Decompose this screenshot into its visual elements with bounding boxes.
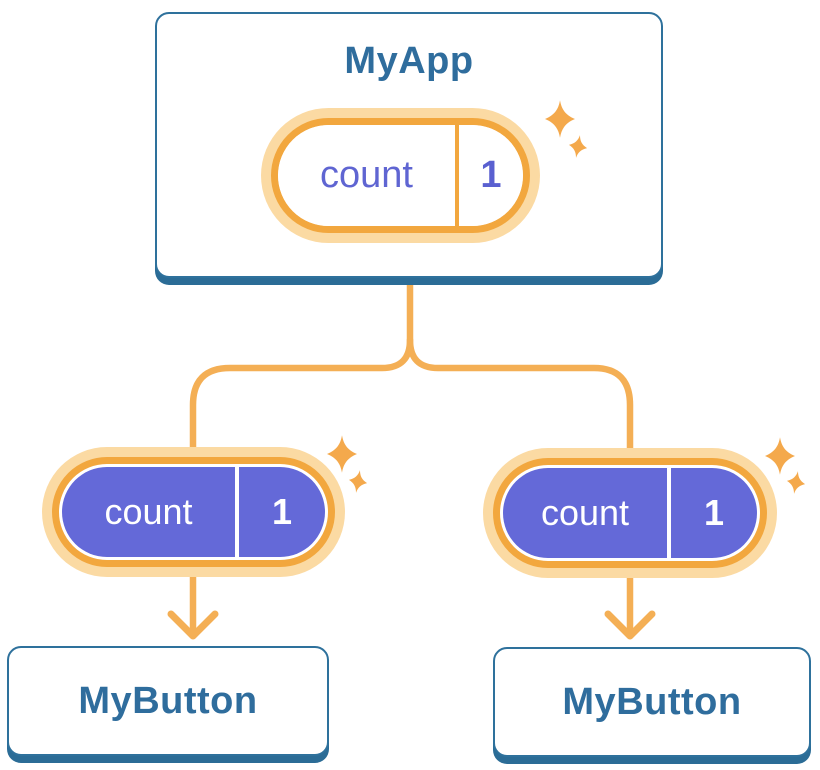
sparkle-icon	[327, 435, 357, 473]
branch-right-line	[406, 336, 634, 632]
component-title: MyButton	[78, 679, 258, 722]
prop-pill-right: count 1	[483, 448, 777, 578]
component-card-mybutton-right: MyButton	[493, 647, 811, 757]
prop-pill-label: count	[540, 492, 630, 533]
state-pill-label: count	[320, 154, 413, 196]
state-pill-root: count 1	[261, 108, 540, 243]
component-title: MyApp	[344, 40, 474, 82]
sparkle-icon	[765, 437, 795, 475]
pill-divider	[667, 468, 671, 558]
component-title: MyButton	[562, 680, 742, 723]
component-card-mybutton-left: MyButton	[7, 646, 329, 756]
arrowhead-left-icon	[167, 610, 219, 640]
prop-pill-value: 1	[703, 492, 725, 533]
pill-divider	[235, 467, 239, 557]
sparkle-icon	[784, 469, 808, 495]
arrowhead-right-icon	[604, 610, 656, 640]
branch-left-line	[189, 276, 414, 632]
state-pill-value: 1	[480, 154, 502, 196]
prop-pill-left: count 1	[42, 447, 345, 577]
sparkle-icon	[566, 133, 590, 159]
pill-divider	[455, 125, 459, 226]
prop-pill-value: 1	[271, 491, 293, 532]
sparkle-icon	[346, 468, 370, 494]
sparkle-icon	[545, 100, 575, 138]
prop-pill-label: count	[104, 491, 193, 532]
